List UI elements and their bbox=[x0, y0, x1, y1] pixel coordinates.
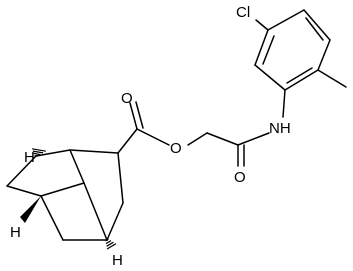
ester-linker bbox=[129, 101, 239, 146]
atom-label-h-bottom: H bbox=[112, 252, 123, 269]
bond bbox=[284, 69, 319, 91]
bond bbox=[317, 39, 331, 71]
bond bbox=[83, 182, 108, 241]
bond-to-methyl bbox=[317, 69, 347, 88]
bond-to-chlorine bbox=[255, 19, 269, 31]
bond bbox=[40, 182, 85, 197]
bond bbox=[40, 195, 64, 241]
bond bbox=[237, 132, 270, 146]
aromatic-inner-bond bbox=[262, 35, 275, 65]
atom-label-o-carbonyl: O bbox=[121, 90, 133, 107]
atom-label-o-amide: O bbox=[234, 169, 246, 186]
bond bbox=[129, 102, 138, 130]
bond bbox=[187, 132, 208, 146]
hashed-bond-bottom bbox=[105, 238, 117, 250]
aromatic-inner-bond bbox=[286, 67, 313, 84]
bond bbox=[206, 132, 239, 146]
aromatic-inner-bond bbox=[305, 17, 324, 41]
stereo-bonds bbox=[20, 148, 117, 250]
atom-label-h-left: H bbox=[10, 224, 21, 241]
hashed-bond-top bbox=[31, 148, 47, 157]
atom-labels: O O O NH Cl H H H bbox=[10, 4, 291, 269]
bond bbox=[282, 89, 286, 118]
double-bond bbox=[135, 101, 144, 129]
atom-label-h-top: H bbox=[24, 149, 35, 166]
bond bbox=[254, 64, 286, 91]
bond bbox=[69, 149, 119, 154]
bond bbox=[6, 185, 42, 197]
bond bbox=[303, 9, 331, 41]
bond bbox=[69, 149, 85, 184]
bond bbox=[35, 149, 71, 157]
bond bbox=[106, 202, 124, 241]
adamantane-cage bbox=[6, 128, 138, 241]
atom-label-o-ester: O bbox=[170, 140, 182, 157]
bond bbox=[117, 128, 138, 154]
atom-label-nh: NH bbox=[269, 120, 291, 137]
bond bbox=[254, 29, 269, 66]
bond bbox=[6, 155, 37, 187]
wedge-bond bbox=[20, 196, 41, 223]
bond bbox=[267, 9, 305, 31]
benzene-ring bbox=[254, 9, 347, 91]
atom-label-cl: Cl bbox=[236, 4, 250, 21]
amide-group bbox=[237, 89, 286, 167]
bond bbox=[136, 128, 170, 146]
bond bbox=[117, 152, 124, 204]
